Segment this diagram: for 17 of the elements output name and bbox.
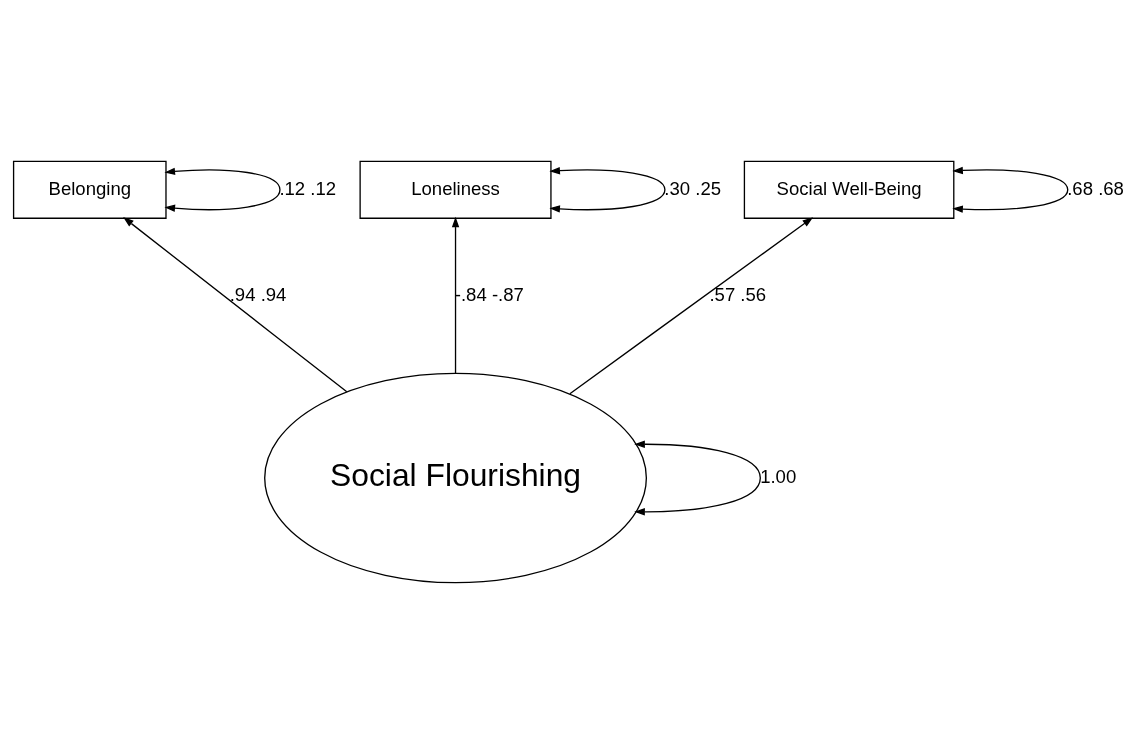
- arrow: [569, 217, 814, 395]
- arrow: [952, 166, 1069, 213]
- edge-label: .94 .94: [229, 283, 287, 305]
- edge-label: .68 .68: [1067, 177, 1124, 199]
- arrow: [634, 440, 761, 516]
- edge-label: -.84 -.87: [454, 283, 524, 305]
- edge-label: .12 .12: [279, 177, 337, 199]
- arrow: [451, 216, 460, 374]
- edge-label: .30 .25: [664, 177, 722, 199]
- arrow: [123, 217, 348, 393]
- arrow: [549, 166, 666, 213]
- node-box: Social Well-Being: [743, 160, 955, 219]
- edge-label: .57 .56: [709, 283, 767, 305]
- edge-label: 1.00: [760, 465, 797, 487]
- node-box: Belonging: [12, 160, 167, 219]
- node-box: Loneliness: [359, 160, 552, 219]
- arrow: [164, 167, 281, 212]
